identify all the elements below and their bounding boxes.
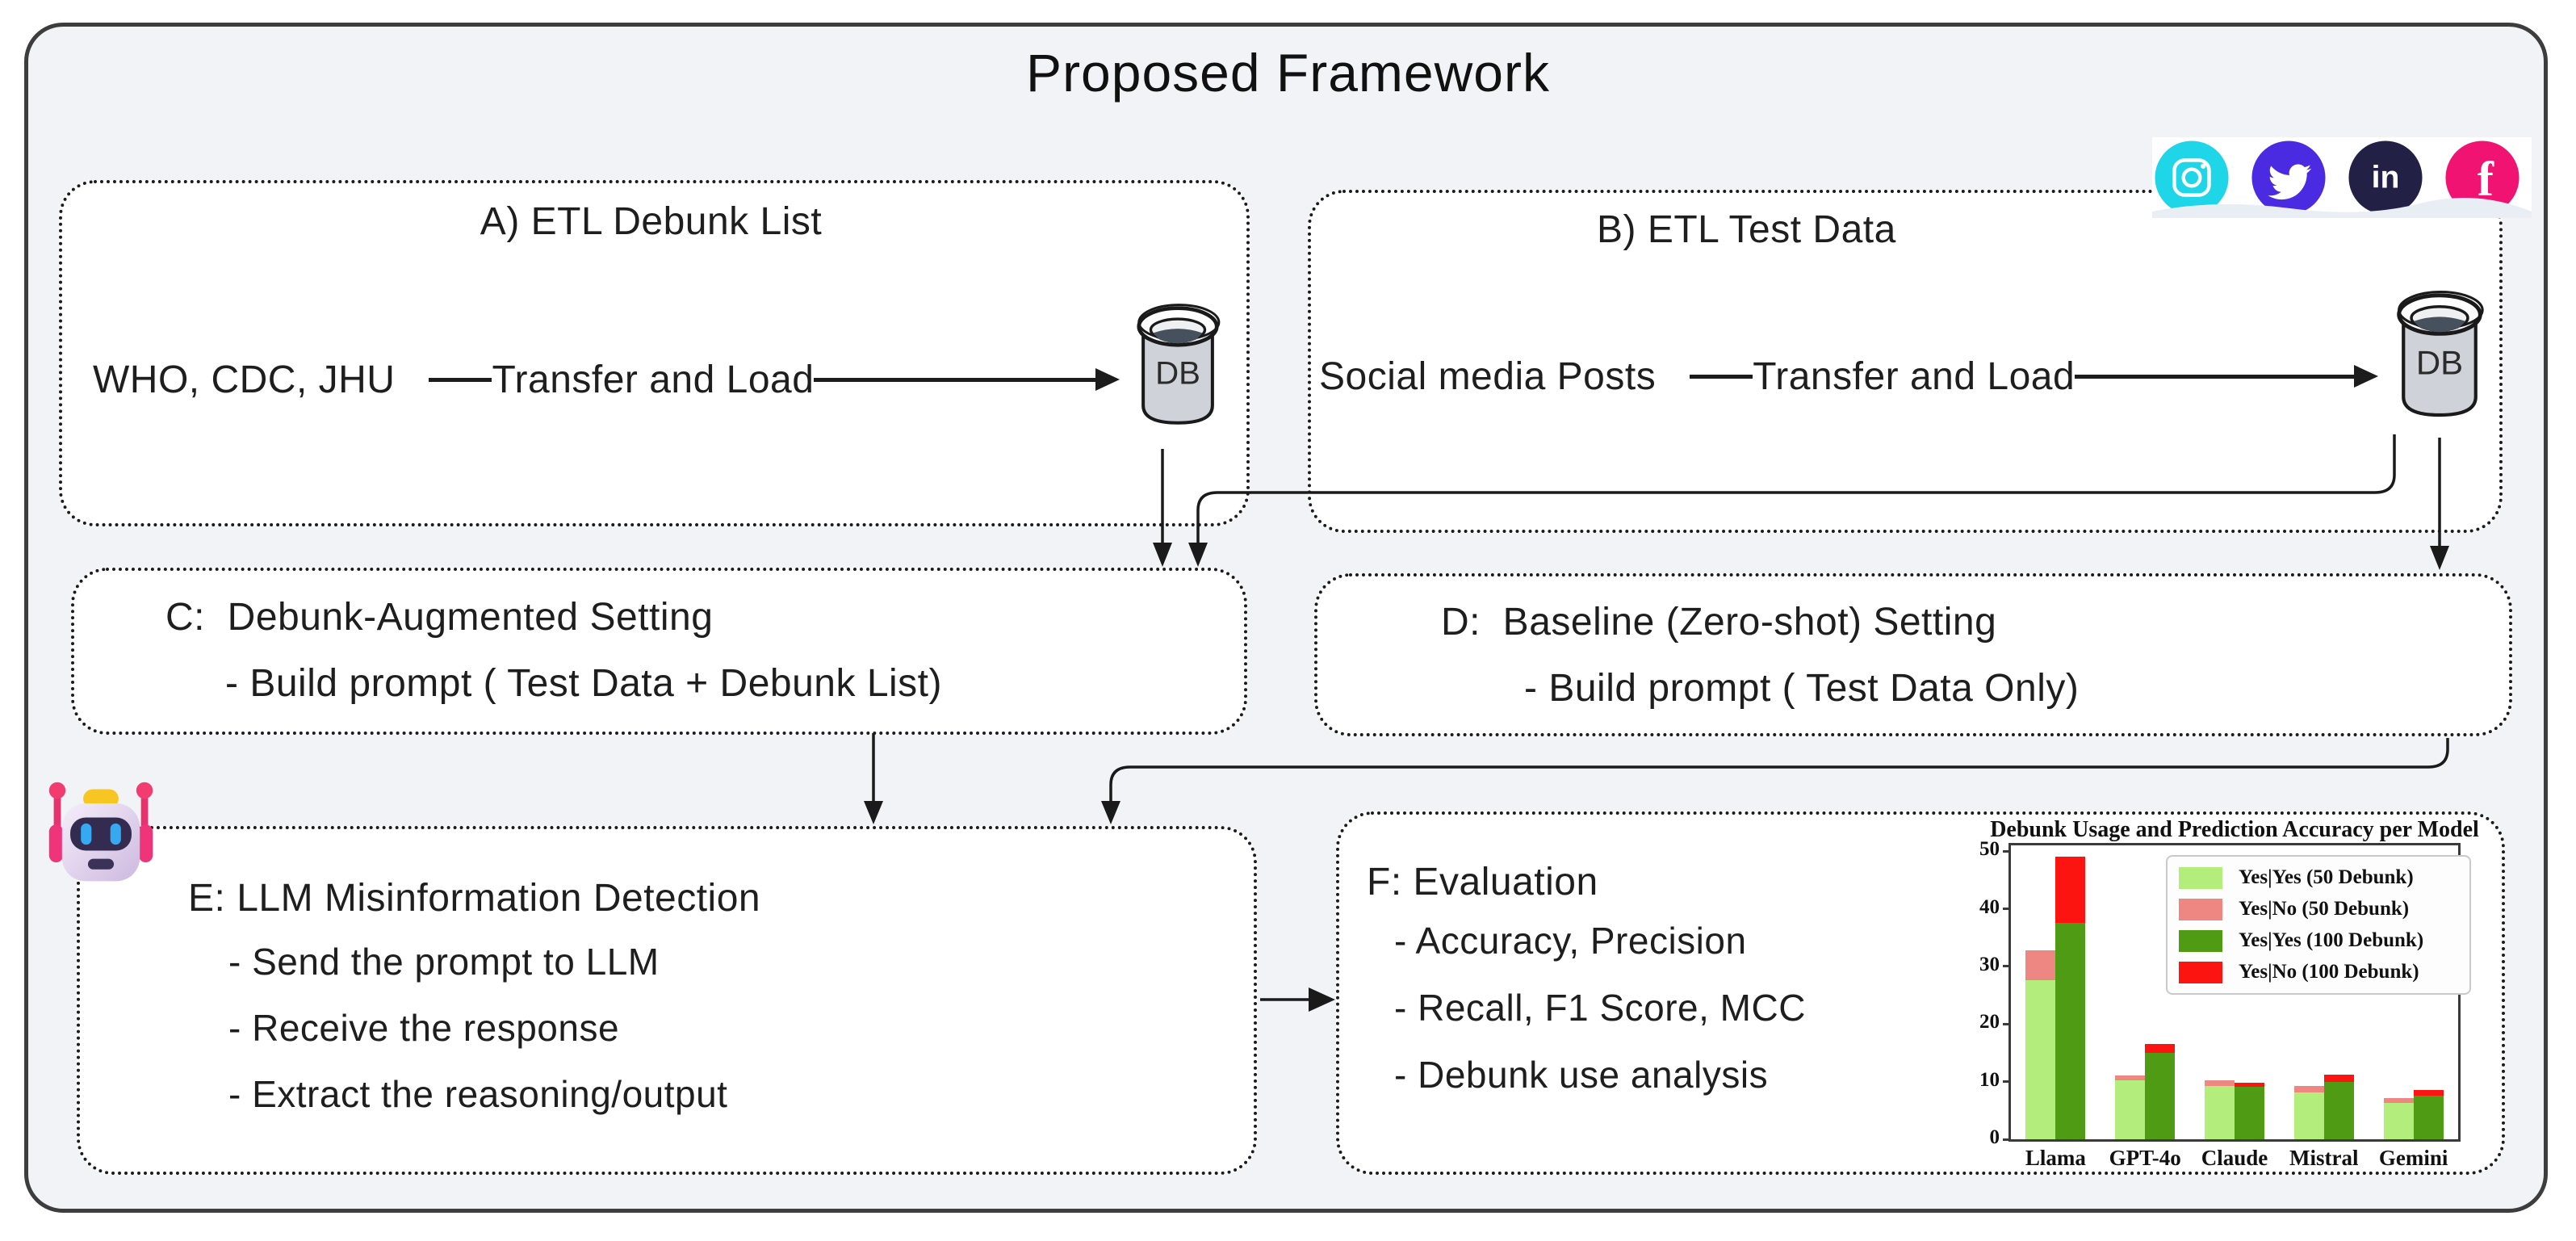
database-icon: DB <box>2397 291 2484 417</box>
list-item: - Send the prompt to LLM <box>228 941 660 983</box>
legend-swatch <box>2179 898 2222 920</box>
bar-segment <box>2205 1080 2235 1086</box>
box-b-transfer-label: Transfer and Load <box>1753 354 2075 398</box>
legend-item: Yes|No (50 Debunk) <box>2179 898 2458 920</box>
legend-swatch <box>2179 929 2222 952</box>
bar-segment <box>2235 1083 2264 1088</box>
legend-label: Yes|Yes (100 Debunk) <box>2239 929 2424 951</box>
box-etl-debunk-list <box>59 180 1250 526</box>
page-title: Proposed Framework <box>1026 43 1550 103</box>
legend-item: Yes|No (100 Debunk) <box>2179 961 2458 983</box>
svg-text:f: f <box>2478 153 2494 207</box>
y-tick-mark <box>2003 908 2011 910</box>
list-item: - Extract the reasoning/output <box>228 1073 728 1115</box>
y-tick-mark <box>2003 1022 2011 1025</box>
box-d-bullet: - Build prompt ( Test Data Only) <box>1524 667 2080 710</box>
x-tick-label: Mistral <box>2289 1146 2359 1170</box>
wave-decoration <box>2152 197 2532 218</box>
bar-segment <box>2145 1052 2176 1139</box>
legend-label: Yes|Yes (50 Debunk) <box>2239 866 2414 888</box>
box-f-header: F: Evaluation <box>1367 861 1598 903</box>
bar-segment <box>2055 857 2086 923</box>
x-tick-label: Gemini <box>2378 1146 2448 1170</box>
legend-swatch <box>2179 961 2222 983</box>
list-item: - Debunk use analysis <box>1394 1054 1769 1096</box>
chart-plot-area: Yes|Yes (50 Debunk) Yes|No (50 Debunk) Yes… <box>1979 838 2471 1170</box>
bar-segment <box>2235 1087 2264 1139</box>
box-a-header: A) ETL Debunk List <box>480 200 823 243</box>
x-tick-label: GPT-4o <box>2109 1146 2181 1170</box>
right-arrow-icon <box>814 377 1097 382</box>
y-tick-label: 10 <box>1979 1068 2000 1091</box>
evaluation-chart: Debunk Usage and Prediction Accuracy per… <box>1979 817 2501 1170</box>
bar-segment <box>2323 1081 2354 1139</box>
box-b-header: B) ETL Test Data <box>1597 208 1896 251</box>
bar-segment <box>2115 1075 2146 1080</box>
legend-label: Yes|No (100 Debunk) <box>2239 961 2419 983</box>
etl-row-b: Social media Posts Transfer and Load <box>1319 352 2378 400</box>
y-tick-label: 20 <box>1979 1011 2000 1033</box>
bar-segment <box>2413 1096 2444 1139</box>
facebook-icon: f <box>2445 140 2519 215</box>
box-a-source: WHO, CDC, JHU <box>93 358 396 401</box>
y-tick-mark <box>2003 1080 2011 1084</box>
list-item: - Accuracy, Precision <box>1394 920 1747 962</box>
box-e-header: E: LLM Misinformation Detection <box>188 877 761 920</box>
connector-dash <box>1690 374 1753 379</box>
database-icon: DB <box>1137 304 1221 425</box>
box-b-source: Social media Posts <box>1319 354 1657 398</box>
box-d-header: D: Baseline (Zero-shot) Setting <box>1441 601 1997 644</box>
bar-segment <box>2205 1085 2235 1139</box>
instagram-icon <box>2155 140 2229 215</box>
y-tick-label: 50 <box>1979 838 2000 861</box>
x-tick-label: Claude <box>2201 1146 2268 1170</box>
etl-row-a: WHO, CDC, JHU Transfer and Load <box>93 355 1120 404</box>
svg-text:in: in <box>2372 161 2400 195</box>
robot-icon <box>48 782 153 882</box>
bar-segment <box>2383 1098 2414 1104</box>
legend-item: Yes|Yes (50 Debunk) <box>2179 866 2458 889</box>
y-tick-label: 40 <box>1979 895 2000 918</box>
db-label: DB <box>2416 344 2463 382</box>
legend-label: Yes|No (50 Debunk) <box>2239 898 2410 920</box>
bar-segment <box>2293 1086 2324 1093</box>
bar-segment <box>2323 1075 2354 1082</box>
legend-item: Yes|Yes (100 Debunk) <box>2179 929 2458 952</box>
connector-dash <box>429 377 492 382</box>
y-tick-mark <box>2003 849 2011 853</box>
box-baseline-zero-shot-setting <box>1314 573 2512 736</box>
bar-segment <box>2025 950 2056 981</box>
list-item: - Recall, F1 Score, MCC <box>1394 987 1806 1029</box>
list-item: - Receive the response <box>228 1007 620 1049</box>
x-tick-label: Llama <box>2025 1146 2086 1170</box>
linkedin-icon: in <box>2348 140 2423 215</box>
box-c-bullet: - Build prompt ( Test Data + Debunk List… <box>225 662 942 705</box>
box-f-bullets: - Accuracy, Precision - Recall, F1 Score… <box>1394 922 1806 1093</box>
right-arrow-icon <box>2075 374 2356 379</box>
legend-swatch <box>2179 866 2222 889</box>
bar-segment <box>2145 1044 2176 1053</box>
db-label: DB <box>1155 354 1200 391</box>
bar-segment <box>2055 922 2086 1139</box>
y-tick-mark <box>2003 1138 2011 1141</box>
box-debunk-augmented-setting <box>71 568 1247 735</box>
y-tick-label: 0 <box>1989 1126 2000 1148</box>
box-llm-misinformation-detection <box>77 826 1257 1175</box>
bar-segment <box>2293 1092 2324 1139</box>
box-a-transfer-label: Transfer and Load <box>492 358 815 401</box>
chart-legend: Yes|Yes (50 Debunk) Yes|No (50 Debunk) Yes… <box>2166 855 2471 995</box>
bar-segment <box>2383 1103 2414 1139</box>
twitter-icon <box>2251 140 2326 215</box>
bar-segment <box>2413 1090 2444 1096</box>
bar-segment <box>2025 980 2056 1139</box>
box-e-bullets: - Send the prompt to LLM - Receive the r… <box>228 943 727 1113</box>
chart-title: Debunk Usage and Prediction Accuracy per… <box>1990 817 2479 842</box>
y-tick-mark <box>2003 965 2011 968</box>
bar-segment <box>2115 1080 2146 1139</box>
social-media-icons: in f <box>2152 137 2532 218</box>
box-c-header: C: Debunk-Augmented Setting <box>165 596 714 639</box>
y-tick-label: 30 <box>1979 953 2000 975</box>
